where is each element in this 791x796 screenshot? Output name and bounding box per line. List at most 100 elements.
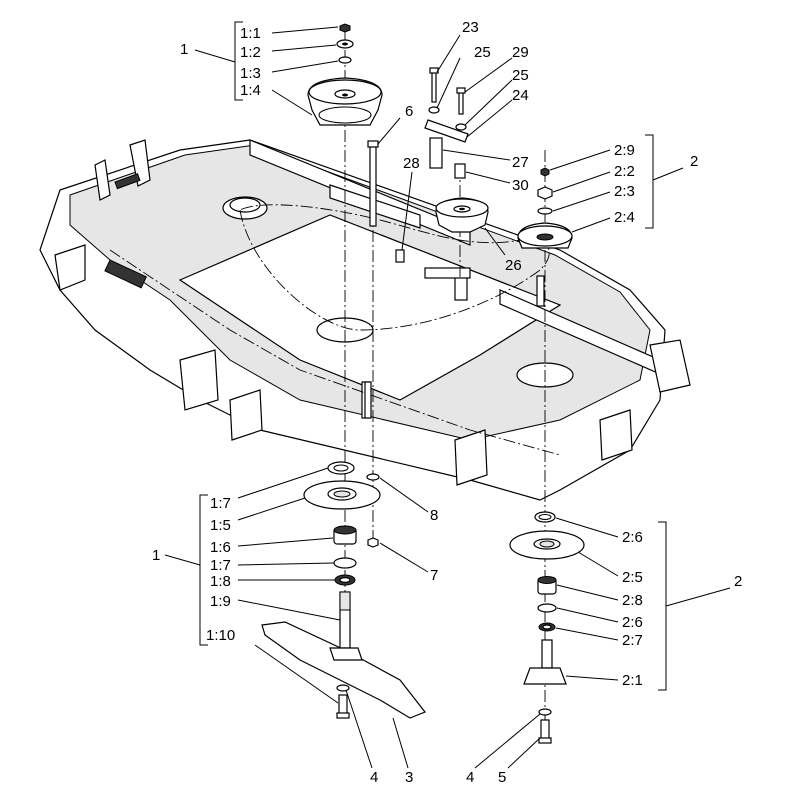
leader-27 (442, 149, 511, 161)
leader-1-10 (254, 644, 339, 704)
bolt-6-head (367, 140, 379, 148)
bolt-29 (458, 91, 464, 115)
label-4a: 4 (370, 769, 378, 786)
front-gusset (454, 429, 488, 486)
leader-1-3 (271, 60, 339, 73)
label-g1-top: 1 (180, 41, 188, 58)
label-2-6a: 2:6 (622, 529, 643, 546)
seal-2-6b (537, 603, 557, 613)
deck-stud-right (536, 275, 545, 307)
nut-2-9 (540, 167, 550, 177)
label-1-2: 1:2 (240, 44, 261, 61)
left-front-bracket (179, 349, 219, 411)
mount-2-1 (523, 667, 567, 685)
nut-2-2 (537, 186, 553, 200)
washer-2-3 (537, 207, 553, 215)
label-6: 6 (405, 103, 413, 120)
leader-1-2 (271, 44, 337, 52)
leader-2-8 (556, 584, 619, 601)
label-8: 8 (430, 507, 438, 524)
arm-24 (424, 119, 469, 143)
seal-2-6a-in (538, 514, 552, 520)
leader-3 (392, 717, 409, 769)
label-2-5: 2:5 (622, 569, 643, 586)
leader-28 (401, 171, 413, 251)
left-bracket-upper (94, 159, 111, 201)
right-front-gusset (599, 409, 633, 461)
washer-4a (336, 684, 350, 692)
right-spindle-group (509, 511, 585, 744)
right-pulley-group (517, 167, 573, 249)
washer-4b (538, 708, 552, 716)
housing-1-5-bore (333, 490, 351, 498)
spacer-30 (454, 163, 466, 179)
leader-30 (465, 171, 511, 184)
bearing-1-6-top (333, 525, 357, 535)
seal-2-6a (534, 511, 556, 523)
bearing-2-7-in (542, 624, 552, 630)
belt-path-2 (109, 249, 561, 456)
label-25b: 25 (512, 67, 529, 84)
blade-mount (329, 647, 363, 661)
leader-1-4 (271, 89, 313, 116)
nut-1-1 (339, 23, 351, 33)
left-front-bracket-2 (229, 389, 263, 441)
label-5: 5 (498, 769, 506, 786)
leader-5 (507, 737, 541, 769)
leader-1-9 (237, 599, 341, 621)
label-2-4: 2:4 (614, 209, 635, 226)
leader-23 (436, 34, 461, 73)
pulley-1-4-hole (342, 93, 348, 97)
leader-2-3 (552, 191, 611, 212)
label-24: 24 (512, 87, 529, 104)
leader-2-5 (577, 551, 619, 577)
bolt-5-head (538, 737, 552, 744)
bracket-group1-top (234, 21, 243, 101)
label-1-6: 1:6 (210, 539, 231, 556)
label-27: 27 (512, 154, 529, 171)
pulley-1-4-groove (318, 106, 372, 124)
leader-1-5 (237, 497, 306, 521)
label-26: 26 (505, 257, 522, 274)
leader-26 (484, 227, 506, 256)
leader-4a (345, 689, 373, 769)
left-pulley-group (307, 23, 383, 126)
label-2-2: 2:2 (614, 163, 635, 180)
label-30: 30 (512, 177, 529, 194)
label-1-4: 1:4 (240, 82, 261, 99)
leader-8 (379, 477, 429, 513)
spacer-27 (429, 137, 443, 169)
shaft-2-1 (541, 639, 553, 669)
blade-3 (261, 621, 426, 719)
leader-g2-top (652, 167, 684, 181)
label-3: 3 (405, 769, 413, 786)
callout-labels: 1 1:1 1:2 1:3 1:4 23 25 29 25 24 6 28 27… (152, 19, 742, 786)
left-bracket-lower (129, 139, 151, 187)
leader-2-1 (565, 675, 619, 681)
leader-4b (474, 713, 541, 769)
idler-plate (424, 267, 471, 279)
bolt-23-head (429, 67, 439, 74)
deck-decal-2 (114, 173, 141, 190)
housing-2-5-bore (539, 540, 555, 548)
label-g2-top: 2 (690, 153, 698, 170)
washer-1-2-hole (342, 42, 348, 46)
mower-deck (39, 139, 691, 501)
leader-g1-top (194, 49, 236, 63)
leader-2-4 (571, 217, 611, 233)
label-2-6b: 2:6 (622, 614, 643, 631)
leader-29 (464, 57, 513, 93)
bearing-2-8-top (537, 576, 557, 584)
washer-8 (366, 473, 380, 481)
label-1-9: 1:9 (210, 593, 231, 610)
label-1-8: 1:8 (210, 573, 231, 590)
label-2-7: 2:7 (622, 632, 643, 649)
washer-25a (428, 106, 440, 114)
leader-25b (464, 79, 513, 126)
label-29: 29 (512, 44, 529, 61)
leader-1-6 (237, 537, 334, 547)
right-rear-arm (649, 339, 691, 393)
seal-1-7a-in (333, 464, 349, 472)
